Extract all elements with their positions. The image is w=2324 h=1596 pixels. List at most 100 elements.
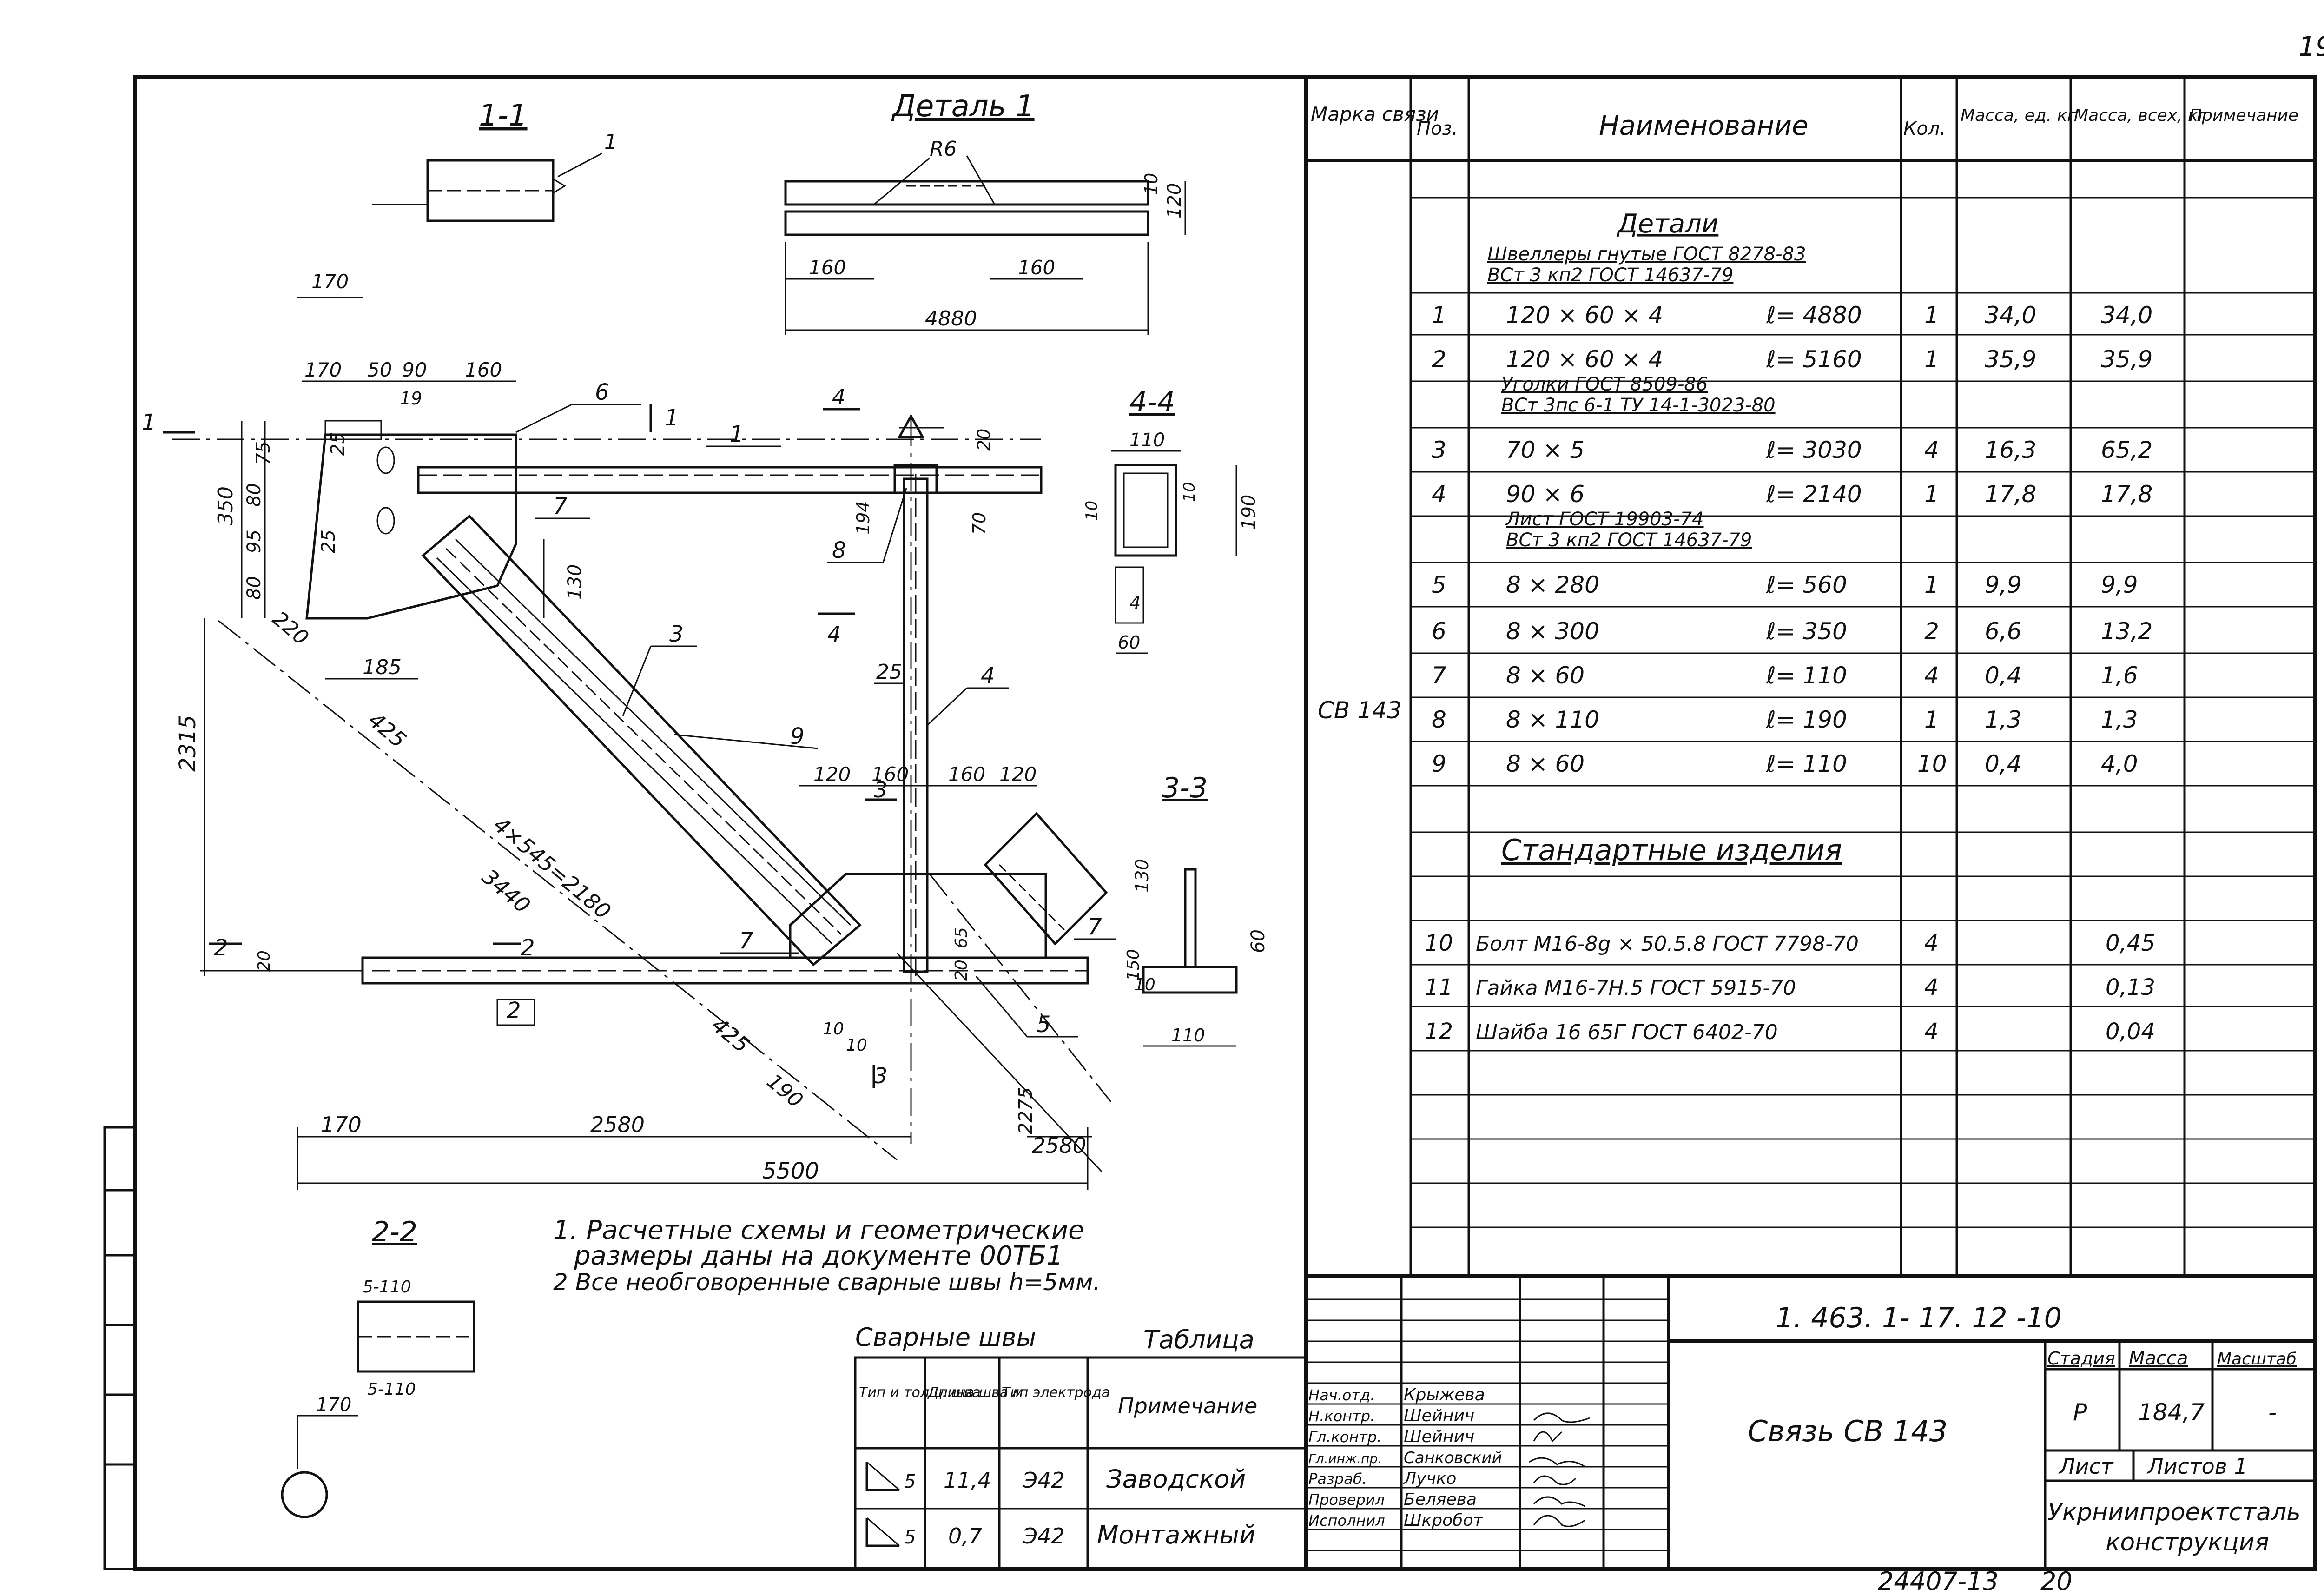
cut-3-top: 3 xyxy=(874,777,887,802)
view-1-1-pos: 1 xyxy=(604,130,617,154)
dim-20-bottom: 20 xyxy=(952,960,971,981)
spec-row-5-name: 8 × 280 xyxy=(1506,571,1599,598)
callout-pos-7-bottom-left: 7 xyxy=(739,928,753,954)
spec-row-6: 6 8 × 300 ℓ= 350 2 6,6 13,2 xyxy=(1432,618,2152,645)
spec-std-row-11-pos: 11 xyxy=(1425,974,1453,1000)
spec-row-1-pos: 1 xyxy=(1432,302,1446,329)
drawing-name: Связь СВ 143 xyxy=(1748,1414,1948,1448)
spec-row-9: 9 8 × 60 ℓ= 110 10 0,4 4,0 xyxy=(1432,750,2138,777)
spec-row-7-qty: 4 xyxy=(1924,662,1939,689)
dim-80-lower: 80 xyxy=(244,576,265,600)
spec-row-4-qty: 1 xyxy=(1924,481,1939,508)
spec-std-row-10-qty: 4 xyxy=(1924,930,1939,956)
spec-row-6-mass-unit: 6,6 xyxy=(1985,618,2022,645)
organization-line-2: конструкция xyxy=(2106,1529,2269,1556)
spec-header-qty: Кол. xyxy=(1903,118,1946,139)
spec-mark-value: СВ 143 xyxy=(1318,697,1402,724)
dim-70: 70 xyxy=(969,512,990,535)
view-1-1: 1-1 1 xyxy=(372,99,617,222)
spec-row-4-name: 90 × 6 xyxy=(1506,481,1585,508)
weld-row-1-type: 5 xyxy=(904,1471,916,1492)
view-2-2-weld-bottom: 5-110 xyxy=(367,1380,416,1399)
spec-row-7-mass-total: 1,6 xyxy=(2101,662,2138,689)
spec-row-3-mass-total: 65,2 xyxy=(2101,437,2152,464)
dim-5500: 5500 xyxy=(762,1158,819,1184)
callout-pos-9: 9 xyxy=(790,723,805,749)
view-4-4-dim-4: 4 xyxy=(1129,593,1141,613)
spec-row-1-length: ℓ= 4880 xyxy=(1766,302,1862,329)
archive-number: 24407-13 xyxy=(1878,1567,1999,1596)
callout-pos-1: 1 xyxy=(730,421,744,447)
spec-row-2: 2 120 × 60 × 4 ℓ= 5160 1 35,9 35,9 xyxy=(1432,346,2152,373)
spec-row-8: 8 8 × 110 ℓ= 190 1 1,3 1,3 xyxy=(1432,706,2138,733)
spec-row-9-length: ℓ= 110 xyxy=(1766,750,1847,777)
spec-row-3-name: 70 × 5 xyxy=(1506,437,1585,464)
archive-page: 20 xyxy=(2040,1567,2073,1596)
spec-group-3-line-2: ВСт 3 кп2 ГОСТ 14637-79 xyxy=(1506,530,1752,551)
spec-row-1-name: 120 × 60 × 4 xyxy=(1506,302,1663,329)
spec-std-row-11-name: Гайка М16-7Н.5 ГОСТ 5915-70 xyxy=(1476,976,1796,1000)
mass-label: Масса xyxy=(2129,1348,2188,1369)
spec-row-3-pos: 3 xyxy=(1432,437,1446,464)
spec-row-8-mass-total: 1,3 xyxy=(2101,706,2138,733)
weld-table-label: Таблица xyxy=(1143,1325,1254,1354)
detail-1-dim-4880: 4880 xyxy=(925,307,977,331)
spec-std-row-12-mass-total: 0,04 xyxy=(2106,1019,2155,1045)
specification-table: Марка связи Поз. Наименование Кол. Масса… xyxy=(1306,77,2315,1276)
callout-pos-6: 6 xyxy=(595,379,609,405)
spec-std-row-12-qty: 4 xyxy=(1924,1019,1939,1045)
spec-row-9-pos: 9 xyxy=(1432,750,1446,777)
dim-95: 95 xyxy=(244,530,265,553)
weld-row-2-type: 5 xyxy=(904,1527,916,1548)
sheets-count-label: Листов 1 xyxy=(2146,1454,2248,1479)
dim-120-left: 120 xyxy=(813,763,851,786)
callout-pos-7-top: 7 xyxy=(553,493,568,519)
person-5-name: Лучко xyxy=(1403,1469,1456,1488)
dim-170-bottom: 170 xyxy=(321,1112,362,1137)
spec-row-5: 5 8 × 280 ℓ= 560 1 9,9 9,9 xyxy=(1432,571,2138,598)
note-1-line-1: 1. Расчетные схемы и геометрические xyxy=(553,1215,1084,1245)
spec-std-row-11-qty: 4 xyxy=(1924,974,1939,1000)
note-1-line-2: размеры даны на документе 00ТБ1 xyxy=(574,1241,1063,1271)
sheet-label: Лист xyxy=(2058,1454,2114,1479)
spec-row-8-length: ℓ= 190 xyxy=(1766,706,1847,733)
person-2-name: Шейнич xyxy=(1404,1406,1474,1425)
weld-table: Сварные швы Таблица Тип и толщ. шва Длин… xyxy=(854,1323,1307,1570)
weld-row-1-length: 11,4 xyxy=(944,1468,991,1493)
spec-row-4-pos: 4 xyxy=(1432,481,1446,508)
person-7-name: Шкробот xyxy=(1404,1511,1483,1530)
spec-row-1-mass-total: 34,0 xyxy=(2101,302,2152,329)
spec-std-row-11-mass-total: 0,13 xyxy=(2106,974,2155,1000)
dim-160-right: 160 xyxy=(948,763,985,786)
spec-row-4-mass-total: 17,8 xyxy=(2101,481,2152,508)
view-4-4-dim-10-right: 10 xyxy=(1180,482,1199,502)
person-4-name: Санковский xyxy=(1404,1449,1502,1467)
spec-std-row-11: 11 Гайка М16-7Н.5 ГОСТ 5915-70 4 0,13 xyxy=(1425,974,2155,1000)
person-2-role: Н.контр. xyxy=(1308,1407,1375,1425)
spec-row-6-mass-total: 13,2 xyxy=(2101,618,2152,645)
spec-row-7-length: ℓ= 110 xyxy=(1766,662,1847,689)
spec-row-9-mass-total: 4,0 xyxy=(2101,750,2138,777)
view-4-4-dim-190: 190 xyxy=(1238,495,1260,530)
cut-4-bottom: 4 xyxy=(827,622,841,647)
note-2: 2 Все необговоренные сварные швы h=5мм. xyxy=(553,1269,1100,1296)
spec-row-2-pos: 2 xyxy=(1432,346,1446,373)
person-6-name: Беляева xyxy=(1404,1490,1477,1509)
spec-row-6-length: ℓ= 350 xyxy=(1766,618,1847,645)
dim-20-top-left: 20 xyxy=(974,429,994,451)
spec-row-9-mass-unit: 0,4 xyxy=(1985,750,2022,777)
dim-2275: 2275 xyxy=(1015,1087,1037,1134)
dim-10-a: 10 xyxy=(823,1020,844,1039)
spec-row-2-name: 120 × 60 × 4 xyxy=(1506,346,1663,373)
spec-row-6-qty: 2 xyxy=(1924,618,1939,645)
spec-row-1: 1 120 × 60 × 4 ℓ= 4880 1 34,0 34,0 xyxy=(1432,302,2152,329)
view-3-3-dim-110: 110 xyxy=(1171,1025,1205,1046)
dim-160-chain: 160 xyxy=(465,358,502,381)
dim-350: 350 xyxy=(214,486,238,525)
view-4-4: 4-4 110 10 10 190 4 60 xyxy=(1083,386,1260,654)
filing-circle xyxy=(281,1471,328,1518)
spec-row-9-qty: 10 xyxy=(1917,750,1947,777)
page-number: 19 xyxy=(2298,31,2324,62)
weld-row-2-electrode: Э42 xyxy=(1022,1523,1065,1549)
